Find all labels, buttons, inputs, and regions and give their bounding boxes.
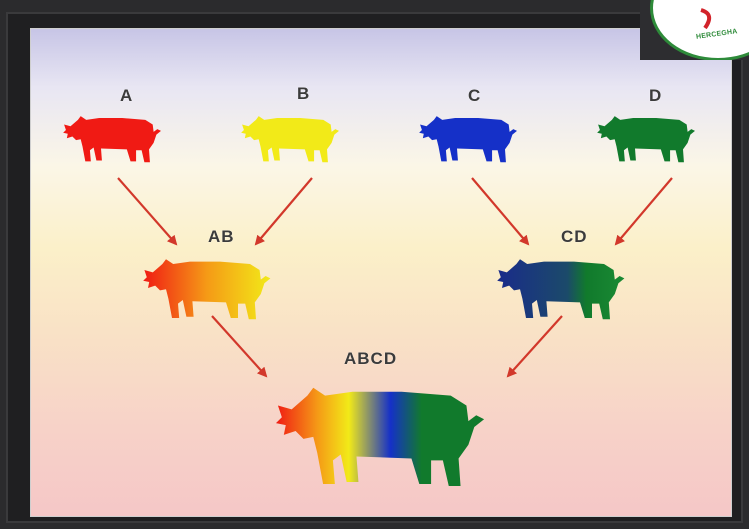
label-ab: AB — [208, 227, 235, 247]
pig-ab — [140, 246, 276, 324]
pig-b — [240, 106, 342, 166]
label-b: B — [297, 84, 310, 104]
corner-logo: HERCEGHA — [640, 0, 749, 60]
pig-a — [62, 106, 164, 166]
pig-c — [418, 106, 520, 166]
pig-cd — [494, 246, 630, 324]
label-cd: CD — [561, 227, 588, 247]
label-d: D — [649, 86, 662, 106]
pig-abcd — [274, 366, 490, 494]
label-a: A — [120, 86, 133, 106]
label-c: C — [468, 86, 481, 106]
pig-d — [596, 106, 698, 166]
logo-mark-icon — [697, 8, 719, 30]
